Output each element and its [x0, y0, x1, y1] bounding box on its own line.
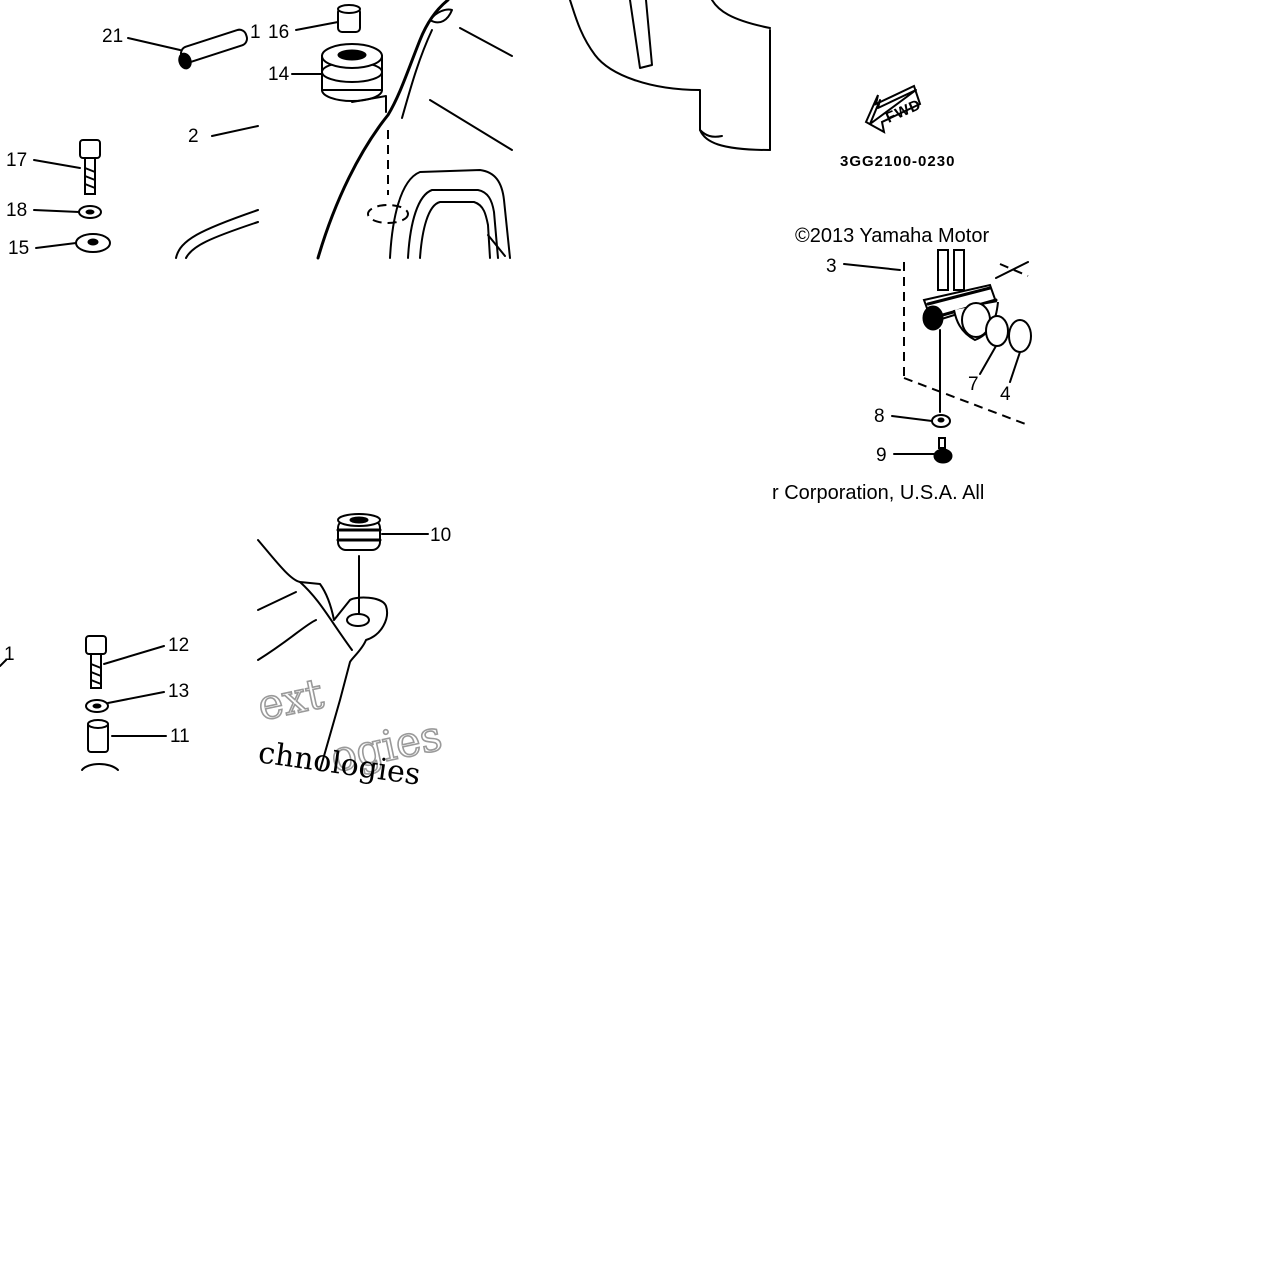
callout-14: 14 — [268, 64, 290, 85]
callout-18: 18 — [6, 200, 27, 221]
tank-rear-bracket — [257, 539, 388, 771]
leader-12 — [103, 645, 165, 665]
gasket-part-7 — [985, 315, 1009, 347]
leader-8 — [891, 415, 933, 422]
mount-hole-dashed — [367, 204, 409, 224]
panel-top-left: 21 1 16 14 2 — [6, 0, 513, 260]
leader-4 — [1009, 351, 1021, 383]
leader-16 — [295, 21, 339, 31]
fuel-cock-body — [922, 249, 1029, 342]
leader-17 — [33, 159, 81, 169]
callout-1-top: 1 — [250, 22, 261, 43]
tank-edge-left — [175, 209, 259, 259]
copyright-top: ©2013 Yamaha Motor — [795, 225, 989, 247]
bolt-part-12 — [85, 635, 107, 689]
callout-1-left: 1 — [4, 644, 15, 665]
figure-code: 3GG2100-0230 — [840, 153, 955, 170]
callout-15: 15 — [8, 238, 29, 259]
panel-bottom-left: 12 13 11 1 — [0, 513, 451, 793]
leader-13 — [107, 691, 165, 704]
forward-arrow: FWD — [864, 84, 924, 134]
leader-15 — [35, 242, 77, 249]
callout-21: 21 — [102, 26, 123, 47]
leader-2 — [211, 125, 259, 137]
grommet-part-10 — [336, 513, 382, 551]
washer-part-18 — [78, 205, 102, 219]
side-cover-outline — [569, 0, 771, 151]
washer-part-15 — [75, 233, 111, 253]
leader-21 — [127, 37, 181, 51]
strainer-part-4 — [1008, 319, 1032, 353]
collar-part-16 — [337, 4, 361, 33]
panel-fuel-cock: ©2013 Yamaha Motor 3 7 4 — [772, 225, 1032, 504]
callout-17: 17 — [6, 150, 27, 171]
callout-8: 8 — [874, 406, 885, 427]
callout-3: 3 — [826, 256, 837, 277]
callout-12: 12 — [168, 635, 189, 656]
callout-7: 7 — [968, 374, 979, 395]
copyright-bottom: r Corporation, U.S.A. All — [772, 482, 984, 504]
screw-part-9 — [933, 437, 953, 464]
leader-7 — [979, 345, 997, 375]
pin-part-21 — [178, 28, 248, 70]
leader-18 — [33, 209, 80, 213]
grommet-part-14 — [321, 43, 383, 102]
collar-part-11 — [87, 719, 109, 753]
callout-11: 11 — [170, 726, 190, 747]
leader-3 — [843, 263, 901, 271]
callout-13: 13 — [168, 681, 189, 702]
callout-9: 9 — [876, 445, 887, 466]
callout-2: 2 — [188, 126, 199, 147]
watermark-line-1: ext — [253, 669, 327, 731]
callout-10: 10 — [430, 525, 451, 546]
washer-part-13 — [85, 699, 109, 713]
panel-top-center — [569, 0, 771, 151]
bolt-part-17 — [79, 139, 101, 195]
callout-4: 4 — [1000, 384, 1011, 405]
fuel-tank-body — [316, 0, 513, 260]
assembly-link — [351, 95, 387, 113]
callout-16: 16 — [268, 22, 289, 43]
